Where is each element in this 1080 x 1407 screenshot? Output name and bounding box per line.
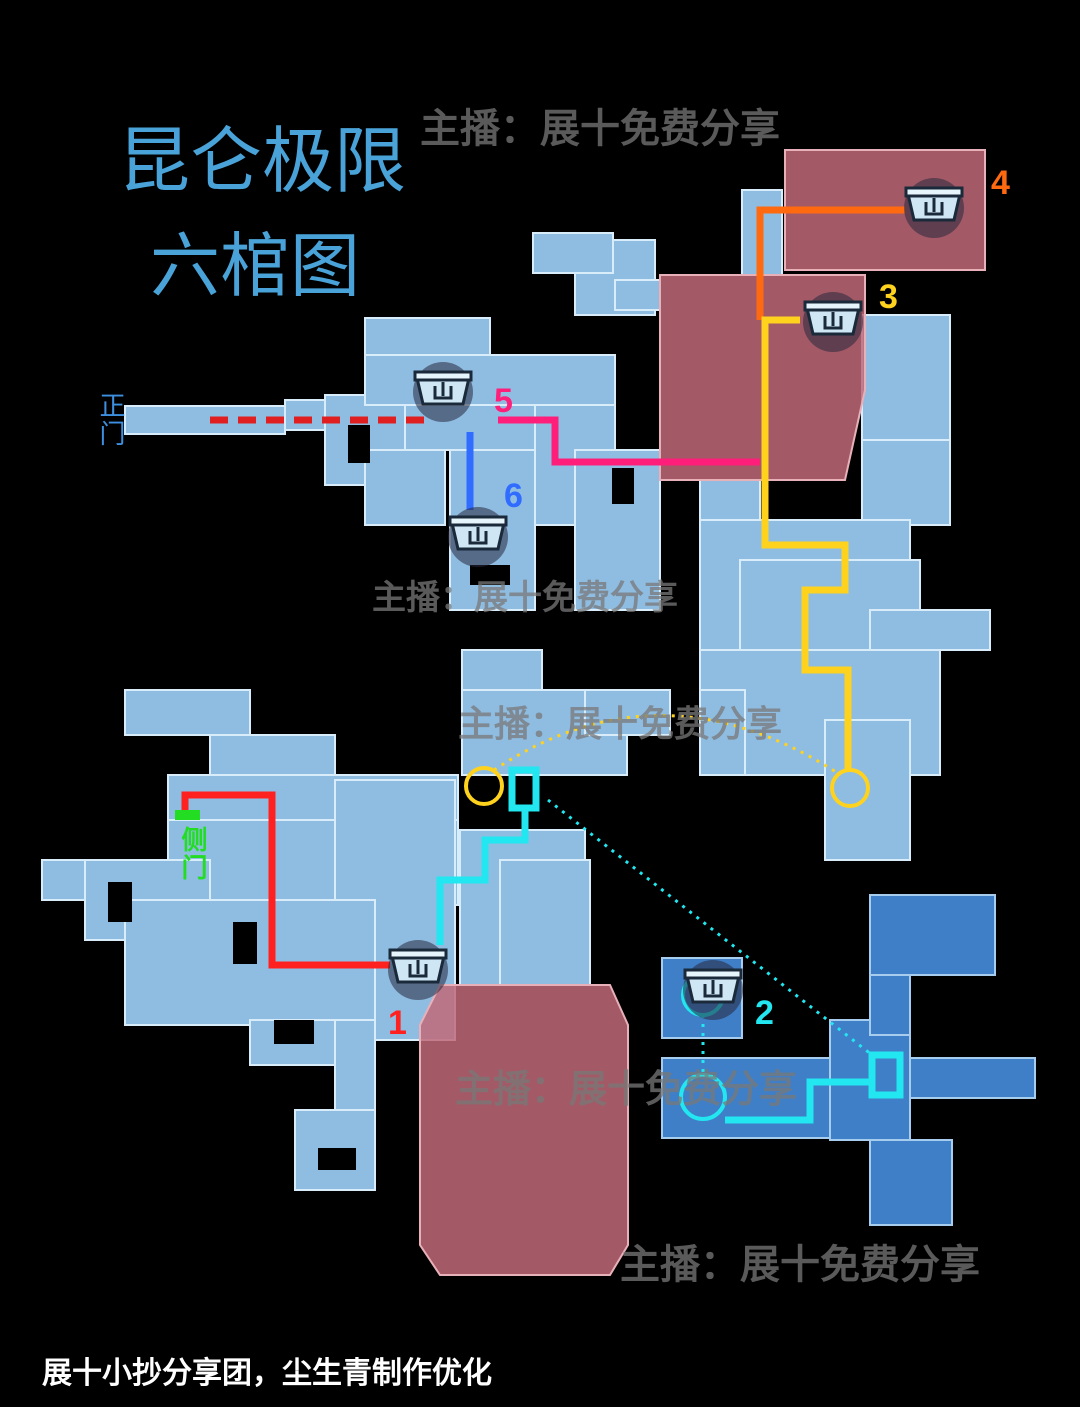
coffin-glyph (433, 382, 453, 400)
route-5 (498, 416, 760, 466)
room (532, 232, 614, 274)
coffin-number-5: 5 (494, 382, 513, 420)
teleport-link (547, 798, 873, 1057)
map-subtitle: 六棺图 (150, 225, 360, 307)
room (209, 734, 336, 781)
coffin-number-4: 4 (991, 164, 1010, 202)
room-dark (869, 1139, 953, 1226)
watermark: 主播：展十免费分享 (458, 704, 783, 745)
coffin-lid (904, 186, 964, 198)
coffin-number-1: 1 (388, 1004, 407, 1042)
wall-gap (612, 468, 634, 504)
side-gate-label: 侧门 (177, 826, 207, 882)
room (699, 689, 746, 776)
route-1 (181, 791, 390, 969)
wall-gap (318, 1148, 356, 1170)
wall-gap (233, 922, 257, 964)
route-4 (756, 206, 905, 320)
marker-box (868, 1051, 904, 1099)
coffin-glyph (408, 960, 428, 978)
coffin-number-2: 2 (755, 994, 774, 1032)
coffin-lid (803, 300, 863, 312)
coffin-icon (683, 960, 743, 1020)
wall-gap (274, 1020, 314, 1044)
main-gate-label: 正门 (95, 392, 125, 448)
room (861, 314, 951, 441)
credit-text: 展十小抄分享团，尘生青制作优化 (42, 1356, 492, 1391)
coffin-icon (413, 362, 473, 422)
room (574, 449, 661, 611)
marker-circle (464, 766, 504, 806)
coffin-glyph (924, 198, 944, 216)
coffin-icon (448, 507, 508, 567)
watermark: 主播：展十免费分享 (455, 1067, 798, 1111)
route-3 (761, 316, 852, 772)
coffin-lid (413, 370, 473, 382)
danger-zone (419, 984, 629, 1276)
room (124, 405, 286, 435)
coffin-number-6: 6 (504, 477, 523, 515)
room (869, 609, 991, 651)
room-dark (909, 1057, 1036, 1099)
wall-gap (108, 882, 132, 922)
room (614, 279, 661, 311)
watermark: 主播：展十免费分享 (420, 106, 780, 152)
room (284, 399, 326, 431)
coffin-icon (803, 292, 863, 352)
coffin-lid (448, 515, 508, 527)
watermark: 主播：展十免费分享 (372, 578, 678, 618)
room (364, 354, 616, 406)
coffin-number-3: 3 (879, 278, 898, 316)
wall-gap (470, 565, 510, 585)
room (364, 449, 446, 526)
marker-circle (679, 1073, 727, 1121)
room (124, 689, 251, 736)
room-dark (869, 974, 911, 1036)
room-dark (869, 894, 996, 976)
coffin-icon (388, 940, 448, 1000)
room (861, 439, 951, 526)
coffin-lid (683, 968, 743, 980)
route-2 (725, 1078, 870, 1124)
room-dark (661, 1057, 833, 1139)
marker-circle (830, 768, 870, 808)
coffin-glyph (703, 980, 723, 998)
coffin-glyph (468, 527, 488, 545)
wall-gap (348, 425, 370, 463)
coffin-lid (388, 948, 448, 960)
map-title: 昆仑极限 (118, 119, 407, 203)
coffin-icon (904, 178, 964, 238)
route-1-to-2 (436, 810, 529, 945)
room (584, 689, 671, 736)
coffin-glyph (823, 312, 843, 330)
room (499, 859, 591, 986)
watermark: 主播：展十免费分享 (620, 1242, 980, 1288)
marker-box (508, 766, 540, 812)
room (824, 719, 911, 861)
